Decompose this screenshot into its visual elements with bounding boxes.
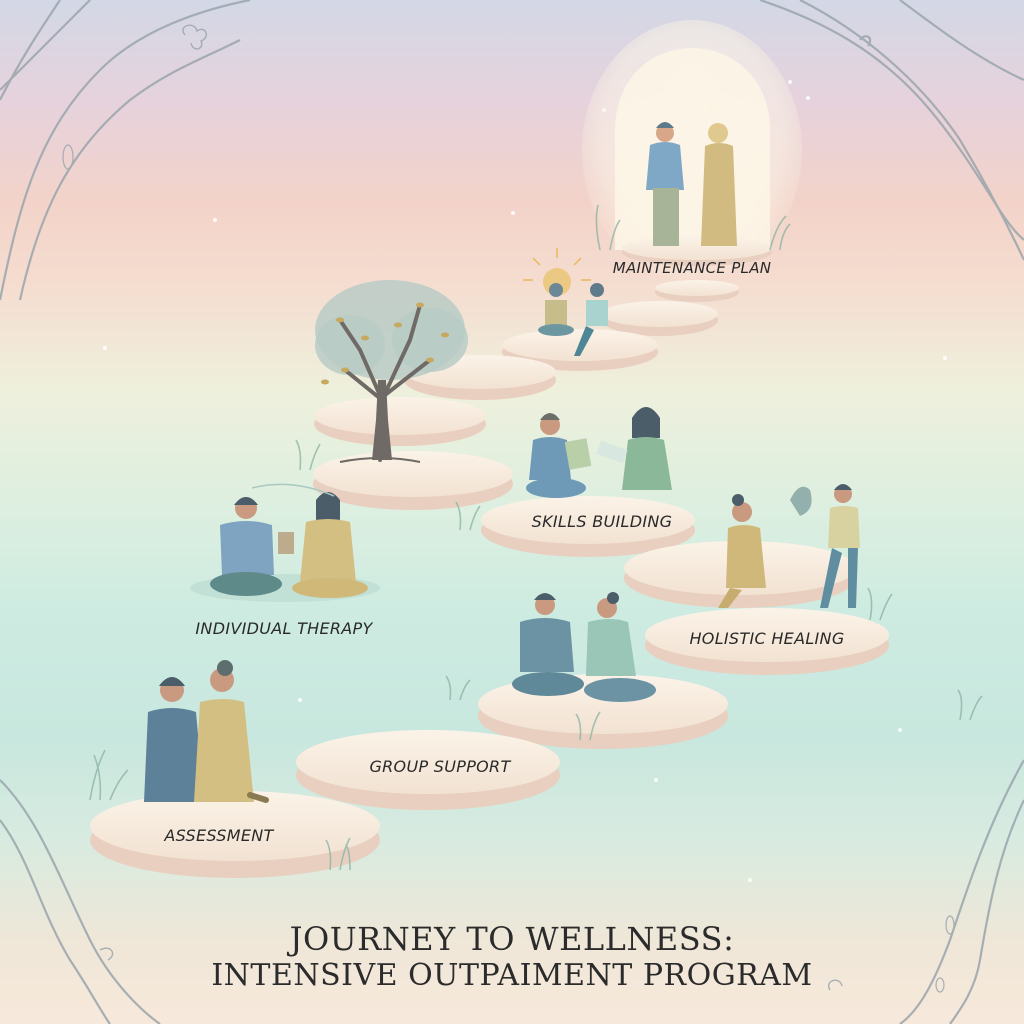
vine-border-top-right-icon (759, 0, 1024, 261)
stage-label-skills-building: SKILLS BUILDING (531, 512, 673, 531)
figures-sun-meditation (523, 248, 608, 356)
figures-skills-building (526, 407, 672, 498)
title-line-2: INTENSIVE OUTPAIMENT PROGRAM (211, 958, 813, 993)
stage-label-holistic-healing: HOLISTIC HEALING (689, 629, 845, 648)
stage-label-assessment: ASSESSMENT (164, 826, 274, 845)
figures-holistic-healing (718, 484, 860, 608)
stepping-stones (90, 236, 889, 878)
stage-label-individual-therapy: INDIVIDUAL THERAPY (195, 619, 373, 638)
stage-label-group-support: GROUP SUPPORT (369, 757, 511, 776)
vine-border-top-left-icon (0, 0, 251, 301)
title-line-1: JOURNEY TO WELLNESS: (289, 920, 735, 958)
figures-individual-therapy (210, 483, 368, 598)
figures-assessment (144, 660, 269, 803)
grass-tufts (89, 204, 983, 871)
sparkles (103, 80, 947, 882)
stage-label-maintenance-plan: MAINTENANCE PLAN (612, 259, 772, 277)
figures-maintenance-plan (646, 100, 737, 246)
vine-border-bottom-right-icon (828, 759, 1024, 1024)
tree-of-growth-icon (315, 280, 468, 463)
vine-border-bottom-left-icon (0, 779, 161, 1024)
figures-holding-hands (512, 592, 656, 702)
